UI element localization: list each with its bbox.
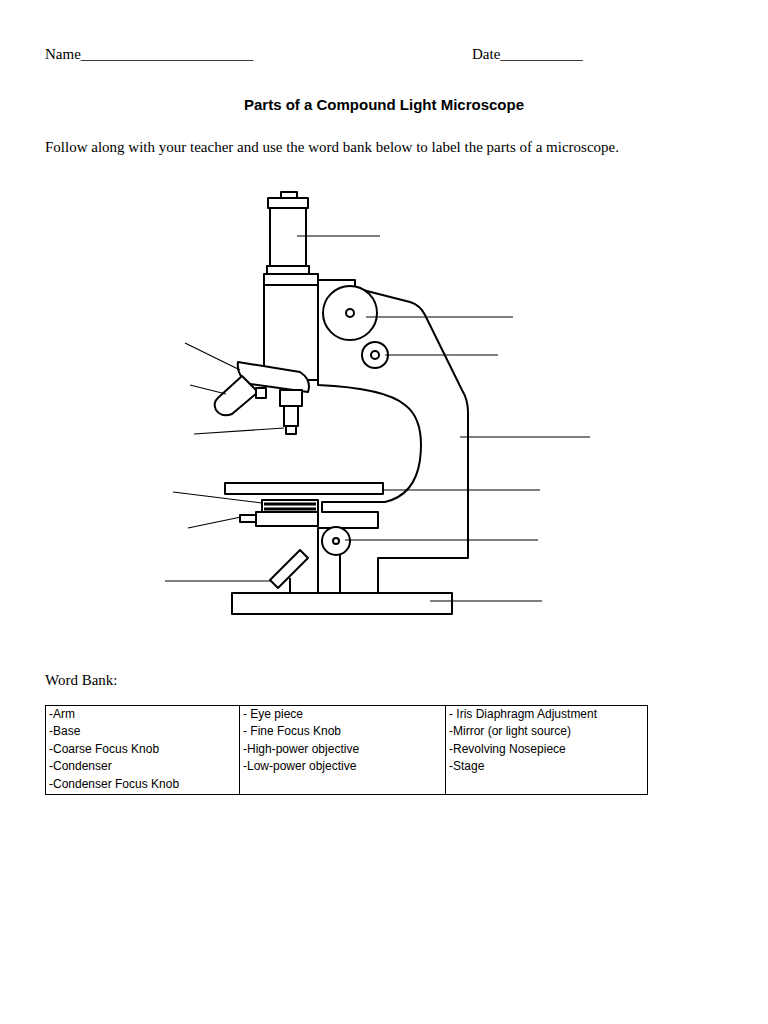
worksheet-title: Parts of a Compound Light Microscope (244, 96, 524, 113)
table-divider (239, 706, 240, 795)
leader-line (165, 580, 272, 581)
knob-center (371, 351, 379, 359)
objective-tip (286, 426, 296, 434)
word-bank-entry: - Iris Diaphragm Adjustment (449, 707, 597, 721)
high-power-objective (284, 406, 298, 426)
word-bank-entry: -Base (49, 724, 80, 738)
word-bank-entry: -High-power objective (243, 742, 359, 756)
low-power-objective (215, 376, 258, 415)
word-bank-entry: - Eye piece (243, 707, 303, 721)
knob-center (346, 309, 354, 317)
high-power-objective-upper (280, 390, 302, 406)
word-bank-entry: -Revolving Nosepiece (449, 742, 566, 756)
leader-line (297, 235, 380, 236)
objective-stub (256, 388, 266, 398)
tube-ring (264, 284, 318, 286)
condenser-housing (256, 512, 318, 526)
leader-line (366, 316, 513, 317)
word-bank-entry: -Stage (449, 759, 484, 773)
table-border (46, 706, 648, 795)
leader-line (430, 600, 542, 601)
leader-line (345, 539, 538, 540)
leader-line (383, 489, 540, 490)
leader-line (460, 436, 590, 437)
leader-line (190, 385, 226, 394)
word-bank-entry: -Low-power objective (243, 759, 356, 773)
word-bank-entry: - Fine Focus Knob (243, 724, 341, 738)
pillar-line (339, 555, 341, 593)
coarse-focus-knob (323, 286, 377, 340)
leader-line (173, 492, 262, 503)
word-bank-entry: -Arm (49, 707, 75, 721)
word-bank-entry: -Condenser Focus Knob (49, 777, 179, 791)
condenser-stripe (264, 503, 316, 506)
condenser-stripe (264, 508, 316, 511)
stage (225, 483, 383, 494)
word-bank-table (46, 706, 648, 795)
leader-lines (165, 236, 590, 601)
condenser-focus-knob (322, 527, 350, 555)
leader-line (185, 343, 240, 370)
name-field: Name_______________________ (45, 46, 253, 63)
mirror-mount (289, 578, 291, 593)
date-field: Date___________ (472, 46, 583, 63)
leader-line (194, 428, 284, 434)
arm (318, 280, 468, 593)
instructions: Follow along with your teacher and use t… (45, 139, 619, 156)
eyepiece-ring (267, 266, 309, 274)
base (232, 593, 452, 614)
eyepiece-tube (270, 208, 306, 268)
table-divider (445, 706, 446, 795)
leader-line (385, 354, 498, 355)
leader-line (188, 517, 241, 528)
word-bank-heading: Word Bank: (45, 672, 118, 689)
eyepiece-rim (268, 198, 308, 208)
fine-focus-knob (362, 342, 388, 368)
knob-center (333, 538, 339, 544)
word-bank-entry: -Coarse Focus Knob (49, 742, 159, 756)
word-bank-entry: -Condenser (49, 759, 112, 773)
iris-diaphragm-lever (240, 515, 256, 522)
word-bank-entry: -Mirror (or light source) (449, 724, 571, 738)
body-tube (264, 274, 318, 380)
